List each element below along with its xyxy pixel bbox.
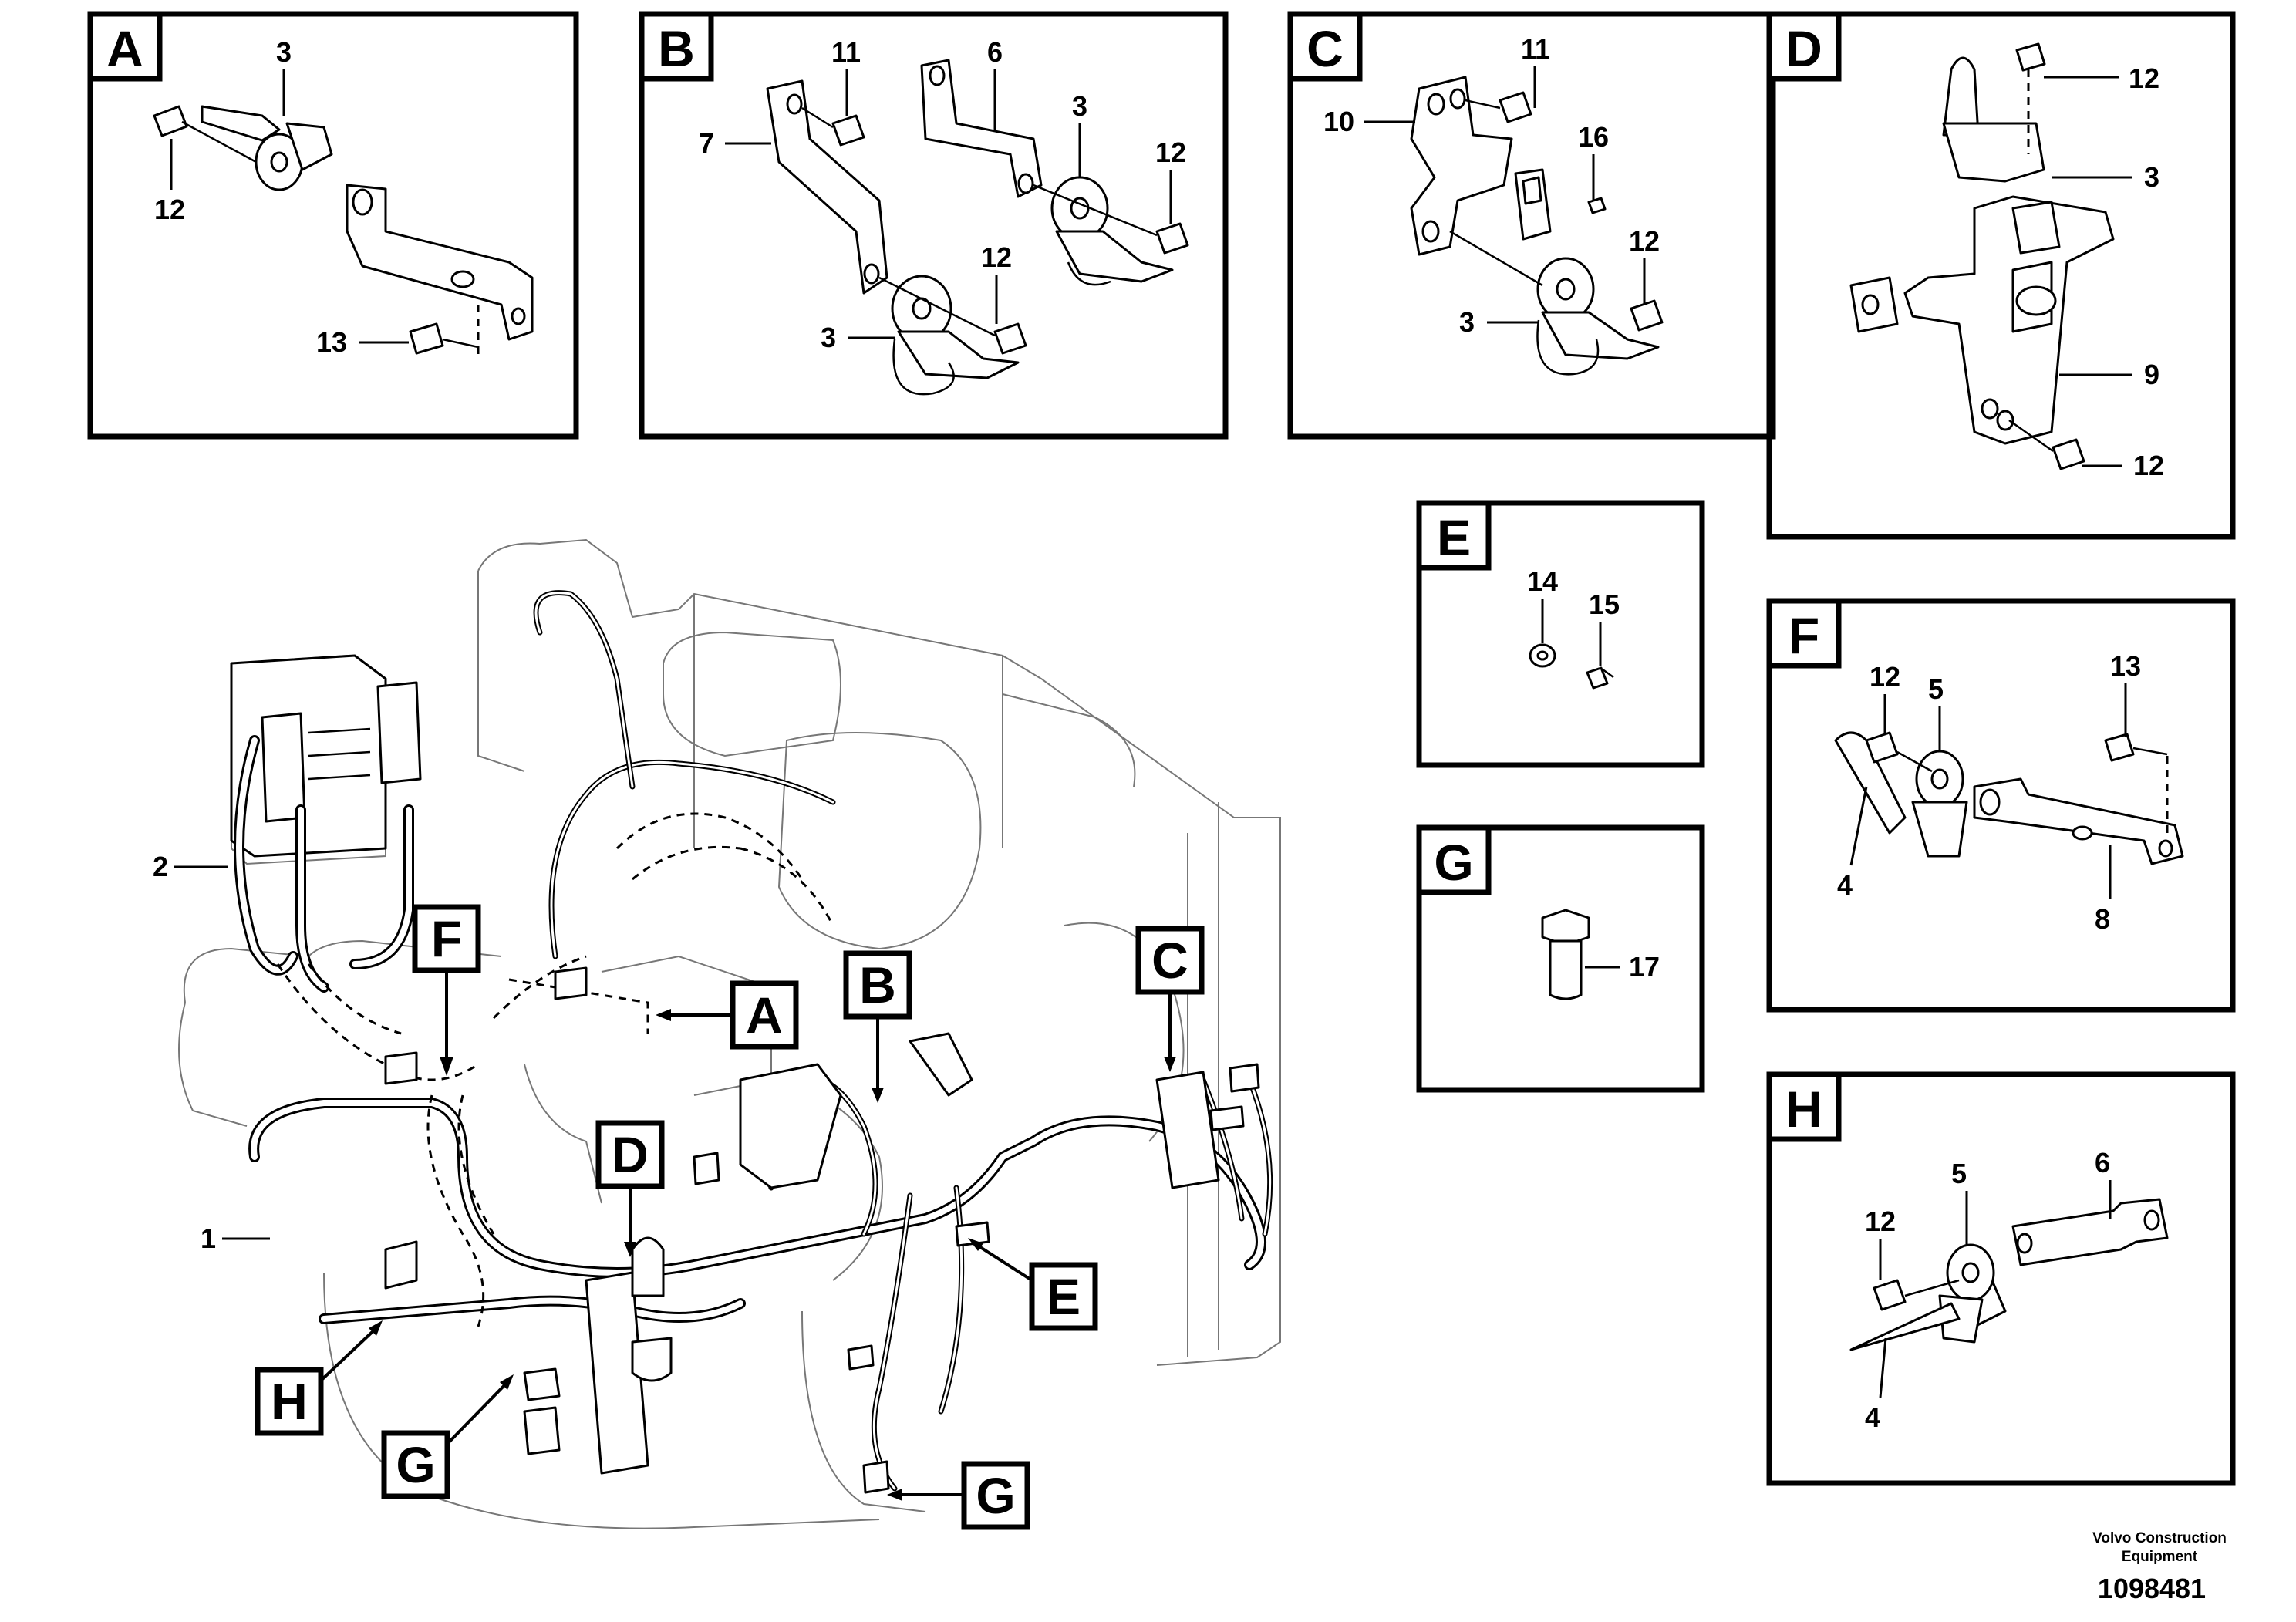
callout-d-9: 9 [2144,359,2159,390]
callout-a-12: 12 [154,194,185,225]
detail-panel-f: F 12 5 13 4 8 [1766,598,2236,1013]
callout-c-12: 12 [1629,225,1660,257]
document-number: 1098481 [2098,1573,2206,1604]
pointer-d: D [595,1120,665,1257]
panel-a-parts [153,105,534,355]
detail-panel-c: C 11 10 16 12 3 [1287,11,1776,440]
main-assembly-view: 2 1 F A B C D [153,538,1281,1530]
callout-a-13: 13 [316,326,347,358]
svg-text:G: G [976,1467,1015,1524]
callout-b-12-right: 12 [1155,137,1186,168]
panel-g-label: G [1434,834,1473,891]
panel-b-parts [766,59,1189,396]
svg-text:F: F [431,910,462,967]
panel-a-label: A [106,20,143,77]
callout-f-13: 13 [2110,650,2141,682]
callout-h-4: 4 [1865,1401,1880,1433]
callout-e-14: 14 [1527,565,1558,597]
pointer-h: H [255,1320,383,1436]
svg-text:C: C [1151,932,1188,989]
callout-b-6: 6 [987,36,1003,68]
panel-d-label: D [1785,20,1822,77]
detail-panel-g: G 17 [1416,824,1705,1093]
cable-2 [234,735,414,993]
pointer-a: A [656,980,799,1050]
callout-b-3-lower: 3 [821,322,836,353]
panel-b-label: B [658,20,695,77]
panel-h-parts [1849,1198,2169,1351]
callout-b-11: 11 [831,36,861,68]
panel-c-parts [1410,76,1664,376]
svg-text:E: E [1047,1268,1081,1325]
detail-panel-a: A 3 12 13 [87,11,579,440]
callout-h-6: 6 [2095,1147,2110,1179]
detail-panel-b: B 11 6 [639,11,1229,440]
callout-f-4: 4 [1837,869,1853,901]
svg-text:G: G [396,1436,435,1493]
callout-d-3: 3 [2144,161,2159,193]
panel-c-label: C [1306,20,1344,77]
callout-d-12-bottom: 12 [2133,450,2164,481]
callout-c-11: 11 [1521,33,1550,65]
dashed-routing [276,812,834,1327]
svg-text:H: H [271,1373,308,1430]
pointer-f: F [412,904,481,1076]
harness-brackets [384,966,1260,1494]
panel-h-label: H [1785,1081,1822,1138]
callout-main-2: 2 [153,851,168,882]
pointer-g-left: G [381,1374,514,1499]
detail-panel-e: E 14 15 [1416,500,1705,768]
panel-g-parts [1541,909,1590,1000]
detail-panel-d: D 12 3 9 12 [1766,11,2236,540]
callout-f-12: 12 [1870,661,1900,693]
pointer-c: C [1135,926,1205,1072]
callout-c-10: 10 [1323,106,1354,137]
pointer-e: E [968,1238,1098,1331]
svg-text:B: B [859,956,896,1013]
callout-h-5: 5 [1951,1158,1967,1189]
ecu-module [230,654,422,858]
callout-b-3-upper: 3 [1072,90,1087,122]
callout-d-12-top: 12 [2129,62,2159,94]
credit-line-2: Equipment [2122,1549,2198,1565]
callout-h-12: 12 [1865,1206,1896,1237]
svg-text:D: D [612,1126,649,1183]
callout-b-12-lower: 12 [981,241,1012,273]
credit-line-1: Volvo Construction [2092,1530,2227,1546]
callout-e-15: 15 [1589,588,1620,620]
panel-e-label: E [1437,509,1471,566]
callout-a-3: 3 [276,36,292,68]
panel-f-label: F [1789,607,1819,664]
footer-credit: Volvo Construction Equipment 1098481 [2092,1530,2227,1604]
pointer-b: B [843,950,912,1103]
pointer-g-right: G [887,1461,1030,1530]
callout-f-5: 5 [1928,673,1944,705]
panel-e-parts [1529,643,1614,690]
callout-main-1: 1 [201,1222,216,1254]
panel-d-parts [1849,42,2115,470]
panel-f-parts [1834,731,2184,865]
svg-text:A: A [746,986,783,1044]
detail-panel-h: H 6 5 12 4 [1766,1071,2236,1486]
callout-c-16: 16 [1578,121,1609,153]
callout-g-17: 17 [1629,951,1660,983]
callout-c-3: 3 [1459,306,1475,338]
callout-b-7: 7 [699,127,714,159]
callout-f-8: 8 [2095,903,2110,935]
